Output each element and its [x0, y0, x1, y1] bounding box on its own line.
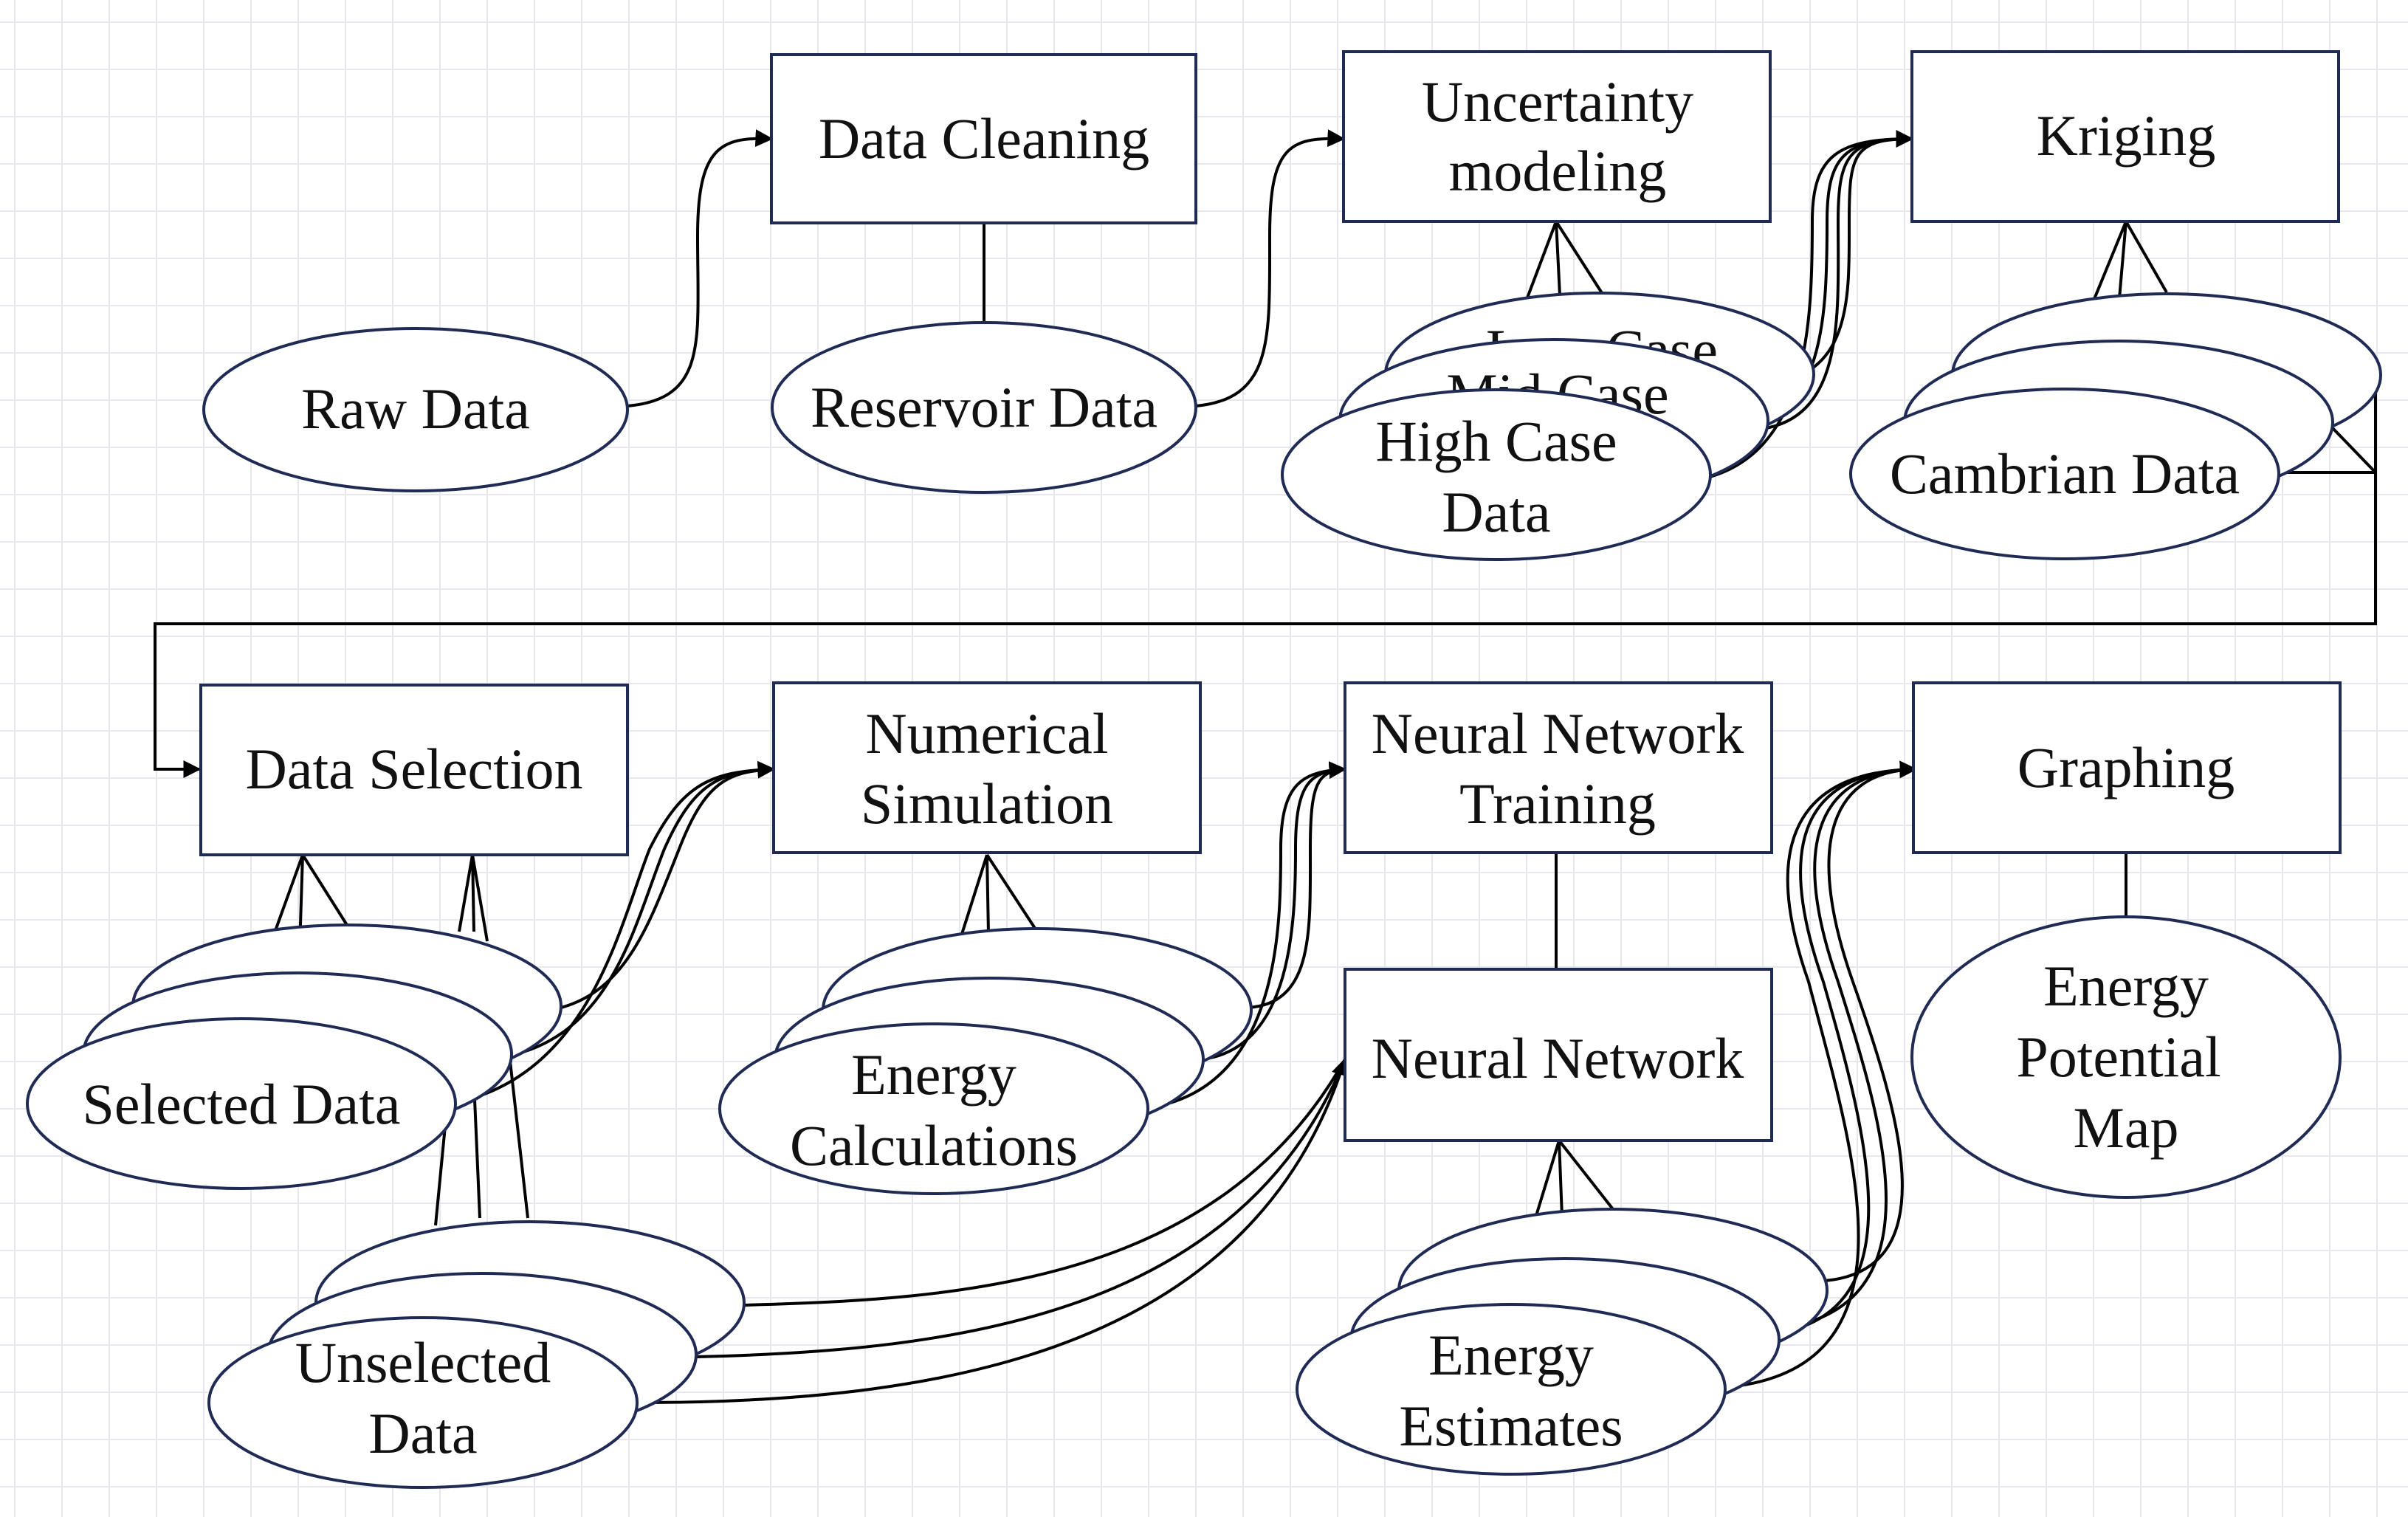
node-label-line2: Data [1442, 480, 1550, 544]
node-uncertainty-modeling: Uncertainty modeling [1342, 50, 1772, 223]
node-selected-data: Selected Data [26, 1017, 457, 1190]
node-label: Cambrian Data [1890, 441, 2240, 506]
node-label-line1: Uncertainty [1422, 69, 1693, 134]
edge-unselected-to-network [640, 1057, 1349, 1404]
node-label: Data Selection [246, 737, 583, 801]
node-label-line1: Energy [851, 1042, 1016, 1107]
node-label-line2: Training [1459, 771, 1656, 836]
node-label: Kriging [2037, 103, 2216, 168]
node-label-line1: Energy [2043, 954, 2209, 1018]
node-energy-estimates: Energy Estimates [1296, 1303, 1727, 1476]
node-label-line1: Neural Network [1372, 701, 1744, 766]
node-label-line2: Estimates [1399, 1394, 1623, 1458]
node-label-line2: Potential [2016, 1025, 2220, 1089]
node-data-selection: Data Selection [199, 684, 629, 856]
node-label: Reservoir Data [811, 375, 1157, 439]
node-label-line1: Unselected [295, 1330, 551, 1394]
node-high-case-data: High Case Data [1281, 388, 1712, 561]
node-neural-network-training: Neural Network Training [1344, 681, 1773, 854]
node-label-line2: Calculations [790, 1113, 1078, 1177]
node-label: Neural Network [1372, 1026, 1744, 1090]
node-label: Data Cleaning [819, 106, 1149, 171]
edge-selection-fan-right [458, 854, 489, 942]
edge-selected-to-numerical [450, 760, 776, 1105]
node-label-line1: Energy [1428, 1323, 1594, 1387]
edge-raw-to-cleaning [627, 129, 774, 407]
node-energy-calculations: Energy Calculations [718, 1022, 1149, 1195]
node-neural-network: Neural Network [1344, 968, 1773, 1142]
node-label: Raw Data [301, 376, 530, 441]
edge-estimates-to-graphing [1719, 760, 1918, 1389]
edge-cambrian-to-selection [154, 471, 2377, 778]
node-reservoir-data: Reservoir Data [771, 321, 1197, 494]
node-graphing: Graphing [1912, 681, 2342, 854]
node-raw-data: Raw Data [202, 327, 629, 492]
edge-reservoir-to-uncertainty [1195, 129, 1346, 407]
node-cambrian-data: Cambrian Data [1849, 388, 2280, 560]
node-kriging: Kriging [1910, 50, 2340, 223]
node-data-cleaning: Data Cleaning [770, 53, 1197, 224]
node-label-line3: Map [2074, 1095, 2179, 1160]
node-energy-potential-map: Energy Potential Map [1910, 915, 2342, 1199]
node-label: Selected Data [83, 1072, 401, 1136]
edge-calculations-to-training [1151, 761, 1347, 1109]
node-label: Graphing [2017, 735, 2235, 799]
node-label-line1: High Case [1375, 409, 1617, 473]
node-numerical-simulation: Numerical Simulation [772, 681, 1202, 854]
node-label-line1: Numerical [865, 701, 1108, 766]
node-unselected-data: Unselected Data [207, 1316, 639, 1489]
node-label-line2: Simulation [861, 771, 1113, 836]
node-label-line2: Data [368, 1401, 477, 1465]
node-label-line2: modeling [1449, 139, 1667, 203]
